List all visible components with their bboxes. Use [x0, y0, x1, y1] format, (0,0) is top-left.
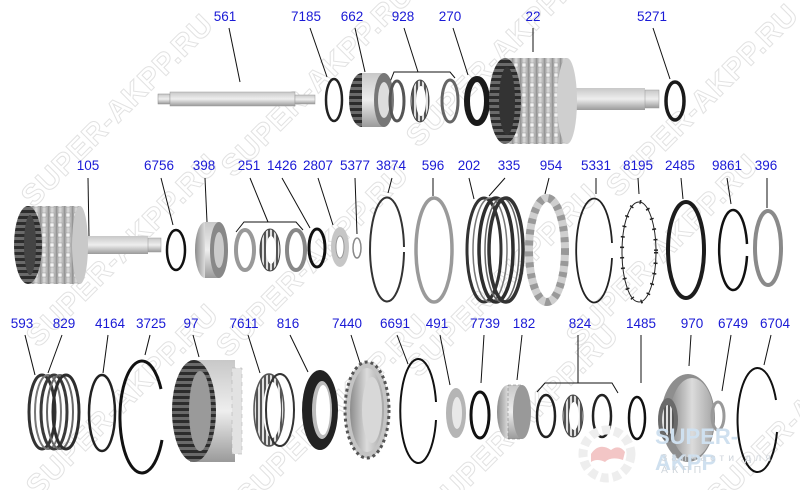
part-2485-piston-seal: [666, 200, 706, 300]
part-label-6756[interactable]: 6756: [143, 158, 175, 173]
part-824-bearing-set: [535, 393, 613, 439]
part-label-335[interactable]: 335: [497, 158, 521, 173]
part-816-seal: [302, 370, 338, 450]
part-3874-snap-ring: [369, 196, 405, 303]
part-label-7185[interactable]: 7185: [290, 9, 322, 24]
part-label-928[interactable]: 928: [391, 9, 415, 24]
part-label-5271[interactable]: 5271: [636, 9, 668, 24]
gear-logo-icon: [578, 425, 636, 483]
part-label-270[interactable]: 270: [438, 9, 462, 24]
part-label-202[interactable]: 202: [457, 158, 481, 173]
brand-logo: SUPER-AKPP Запчасти для АКПП: [575, 420, 795, 485]
part-label-7611[interactable]: 7611: [229, 316, 259, 331]
part-label-182[interactable]: 182: [512, 316, 536, 331]
part-label-954[interactable]: 954: [539, 158, 563, 173]
part-6756-snap-ring: [165, 228, 187, 272]
part-202-335-clutch-plates: [465, 196, 525, 304]
part-label-7440[interactable]: 7440: [331, 316, 363, 331]
part-label-22[interactable]: 22: [525, 9, 541, 24]
part-954-backing-plate: [525, 194, 569, 306]
part-8195-return-spring: [620, 200, 658, 304]
part-label-1485[interactable]: 1485: [625, 316, 657, 331]
part-9861-snap-ring: [717, 208, 749, 292]
part-label-8195[interactable]: 8195: [622, 158, 654, 173]
part-label-6691[interactable]: 6691: [379, 316, 411, 331]
part-662-hub: [349, 73, 394, 127]
part-label-1426[interactable]: 1426: [266, 158, 298, 173]
part-label-596[interactable]: 596: [421, 158, 445, 173]
part-396-plate: [753, 209, 783, 287]
part-label-6749[interactable]: 6749: [717, 316, 749, 331]
part-4164-snap-ring: [87, 373, 117, 453]
part-label-561[interactable]: 561: [213, 9, 237, 24]
part-label-105[interactable]: 105: [76, 158, 100, 173]
part-label-816[interactable]: 816: [276, 316, 300, 331]
part-label-7739[interactable]: 7739: [469, 316, 501, 331]
part-5271-thrust-washer: [664, 80, 686, 122]
part-3725-snap-ring: [118, 359, 164, 475]
part-6749-thrust-washer: [710, 400, 726, 432]
part-251-bearing-set: [234, 228, 307, 272]
part-970-sun-gear-hub: [658, 374, 715, 462]
part-7611-one-way-clutch: [253, 373, 295, 447]
part-label-491[interactable]: 491: [425, 316, 449, 331]
part-label-5331[interactable]: 5331: [580, 158, 612, 173]
part-label-2485[interactable]: 2485: [664, 158, 696, 173]
part-7739-snap-ring: [469, 390, 491, 440]
part-7440-piston-gear: [343, 360, 391, 460]
part-6691-snap-ring: [399, 358, 437, 464]
part-1485-snap-ring: [627, 395, 647, 441]
part-label-6704[interactable]: 6704: [759, 316, 791, 331]
part-label-662[interactable]: 662: [340, 9, 364, 24]
part-label-2807[interactable]: 2807: [302, 158, 334, 173]
part-label-5377[interactable]: 5377: [339, 158, 371, 173]
logo-tagline: Запчасти для АКПП: [661, 452, 775, 476]
part-22-clutch-drum: [489, 58, 660, 144]
part-label-593[interactable]: 593: [10, 316, 34, 331]
part-928-bearing-set: [388, 78, 460, 124]
part-398-sprag-hub: [195, 222, 228, 278]
part-7185-snap-ring: [324, 77, 344, 123]
part-label-97[interactable]: 97: [183, 316, 199, 331]
part-label-3874[interactable]: 3874: [375, 158, 407, 173]
part-105-drum-shaft: [14, 206, 162, 284]
part-5377-seal-ring: [352, 237, 362, 259]
part-491-bearing: [446, 388, 466, 438]
part-97-clutch-drum: [172, 360, 243, 462]
part-1426-snap-ring: [307, 227, 327, 269]
part-label-398[interactable]: 398: [192, 158, 216, 173]
part-label-251[interactable]: 251: [237, 158, 261, 173]
part-6704-snap-ring: [736, 367, 778, 473]
logo-brand-text: SUPER-AKPP: [655, 424, 739, 475]
part-label-3725[interactable]: 3725: [135, 316, 167, 331]
part-label-396[interactable]: 396: [754, 158, 778, 173]
part-label-829[interactable]: 829: [52, 316, 76, 331]
part-593-829-clutch-pack: [27, 373, 81, 451]
part-2807-thrust-washer: [331, 227, 349, 267]
part-270-thrust-washer: [464, 76, 490, 126]
part-label-824[interactable]: 824: [568, 316, 592, 331]
part-label-4164[interactable]: 4164: [94, 316, 126, 331]
leader-lines: [24, 27, 772, 394]
part-182-bushing-hub: [497, 384, 531, 440]
part-5331-snap-ring: [575, 197, 613, 304]
part-561-shaft: [157, 91, 316, 107]
part-label-9861[interactable]: 9861: [711, 158, 743, 173]
part-label-970[interactable]: 970: [680, 316, 704, 331]
part-596-pressure-plate: [414, 196, 454, 304]
